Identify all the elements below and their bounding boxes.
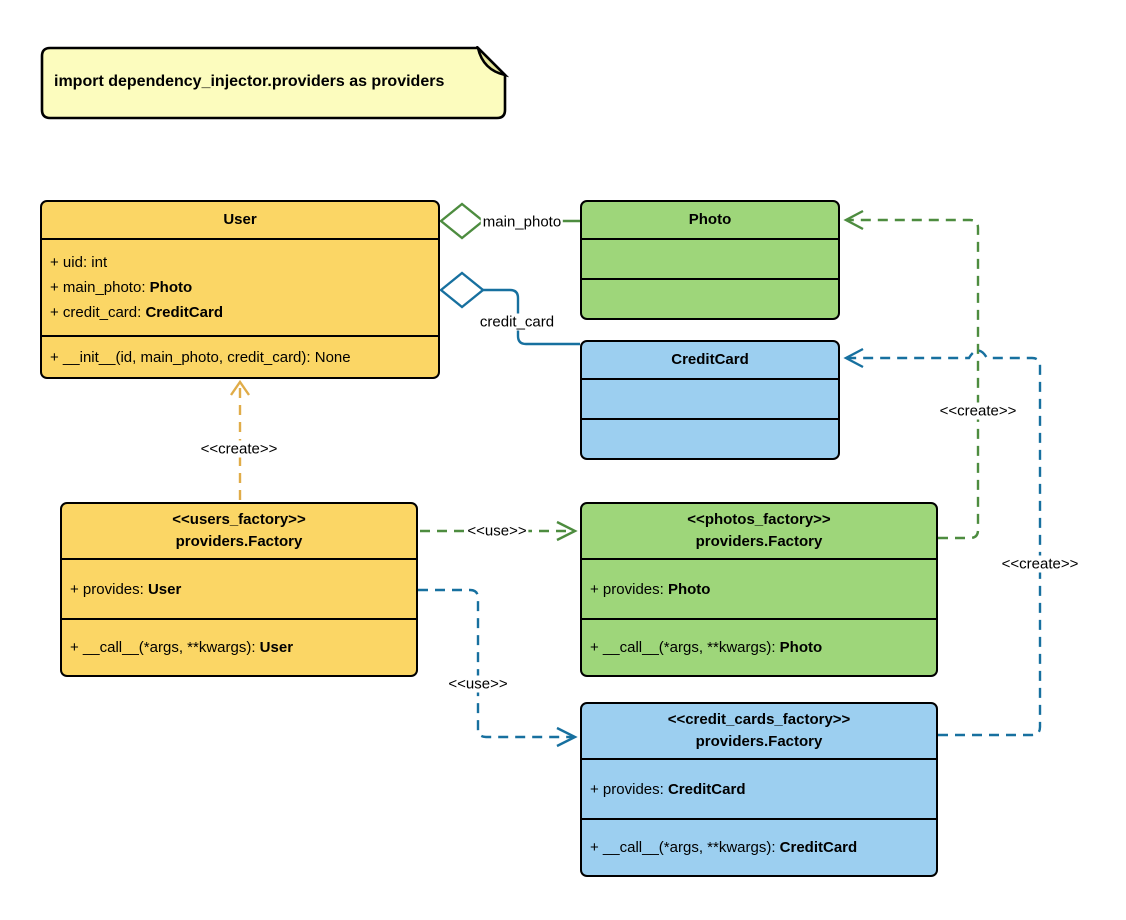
class-box-user: User + uid: int + main_photo: Photo + cr… <box>40 200 440 379</box>
attribute-text: + provides: <box>590 580 668 598</box>
edge-label-credit-card: credit_card <box>477 313 557 331</box>
method-text: + __call__(*args, **kwargs): <box>590 839 780 856</box>
method-row: + __call__(*args, **kwargs): Photo <box>590 635 928 660</box>
edge-label-create-user: <<create>> <box>198 440 280 458</box>
attribute-text: + provides: <box>590 780 668 798</box>
method-row: + __init__(id, main_photo, credit_card):… <box>50 345 430 370</box>
methods-section <box>582 278 838 318</box>
edge-label-create-credit-card: <<create>> <box>999 555 1081 573</box>
method-text: + __init__(id, main_photo, credit_card):… <box>50 348 351 366</box>
class-title: providers.Factory <box>175 533 303 550</box>
use-credit-cards-arrow <box>418 588 578 748</box>
class-title-block: <<credit_cards_factory>> providers.Facto… <box>582 704 936 758</box>
class-box-users-factory: <<users_factory>> providers.Factory + pr… <box>60 502 418 677</box>
method-type: Photo <box>779 639 823 656</box>
create-photo-arrow <box>843 209 980 540</box>
attribute-row: + provides: Photo <box>590 577 928 602</box>
class-title: CreditCard <box>671 351 749 368</box>
class-box-photos-factory: <<photos_factory>> providers.Factory + p… <box>580 502 938 677</box>
attribute-text: + uid: int <box>50 254 108 271</box>
method-text: + __call__(*args, **kwargs): <box>70 639 260 656</box>
method-type: User <box>259 639 294 656</box>
aggregation-credit-card <box>439 271 580 346</box>
edge-label-main-photo: main_photo <box>480 213 564 231</box>
class-box-credit-card: CreditCard <box>580 340 840 460</box>
attribute-type: Photo <box>149 279 193 296</box>
attributes-section: + uid: int + main_photo: Photo + credit_… <box>42 238 438 335</box>
class-title: Photo <box>688 211 732 228</box>
methods-section: + __call__(*args, **kwargs): User <box>62 618 416 675</box>
class-stereotype: <<photos_factory>> <box>687 511 831 528</box>
class-title: providers.Factory <box>695 733 823 750</box>
methods-section: + __init__(id, main_photo, credit_card):… <box>42 335 438 377</box>
method-row: + __call__(*args, **kwargs): CreditCard <box>590 835 928 860</box>
methods-section: + __call__(*args, **kwargs): CreditCard <box>582 818 936 875</box>
edge-label-use-photos: <<use>> <box>465 522 529 540</box>
create-credit-card-arrow <box>843 347 1042 737</box>
attribute-text: + credit_card: <box>50 304 146 321</box>
attributes-section <box>582 238 838 278</box>
methods-section: + __call__(*args, **kwargs): Photo <box>582 618 936 675</box>
attribute-row: + main_photo: Photo <box>50 275 430 300</box>
attribute-row: + credit_card: CreditCard <box>50 300 430 325</box>
method-text: + __call__(*args, **kwargs): <box>590 639 780 656</box>
edge-label-create-photo: <<create>> <box>937 402 1019 420</box>
edge-label-use-credit-cards: <<use>> <box>446 675 510 693</box>
class-box-credit-cards-factory: <<credit_cards_factory>> providers.Facto… <box>580 702 938 877</box>
class-title: User <box>223 211 257 228</box>
attribute-row: + provides: User <box>70 577 408 602</box>
class-title-block: <<users_factory>> providers.Factory <box>62 504 416 558</box>
attributes-section: + provides: Photo <box>582 558 936 618</box>
attribute-type: User <box>147 580 182 598</box>
class-title-block: <<photos_factory>> providers.Factory <box>582 504 936 558</box>
class-stereotype: <<credit_cards_factory>> <box>667 711 851 728</box>
note-fold-icon <box>475 43 510 78</box>
class-title: providers.Factory <box>695 533 823 550</box>
attribute-type: CreditCard <box>145 304 223 321</box>
attributes-section: + provides: User <box>62 558 416 618</box>
attributes-section: + provides: CreditCard <box>582 758 936 818</box>
attributes-section <box>582 378 838 418</box>
method-type: CreditCard <box>779 839 858 856</box>
attribute-type: Photo <box>667 580 711 598</box>
class-box-photo: Photo <box>580 200 840 320</box>
note-text: import dependency_injector.providers as … <box>54 73 445 90</box>
methods-section <box>582 418 838 458</box>
attribute-text: + main_photo: <box>50 279 150 296</box>
attribute-row: + uid: int <box>50 250 430 275</box>
attribute-type: CreditCard <box>667 780 746 798</box>
method-row: + __call__(*args, **kwargs): User <box>70 635 408 660</box>
attribute-text: + provides: <box>70 580 148 598</box>
note: import dependency_injector.providers as … <box>40 43 510 120</box>
attribute-row: + provides: CreditCard <box>590 777 928 802</box>
class-stereotype: <<users_factory>> <box>172 511 306 528</box>
note-shape <box>40 43 510 120</box>
